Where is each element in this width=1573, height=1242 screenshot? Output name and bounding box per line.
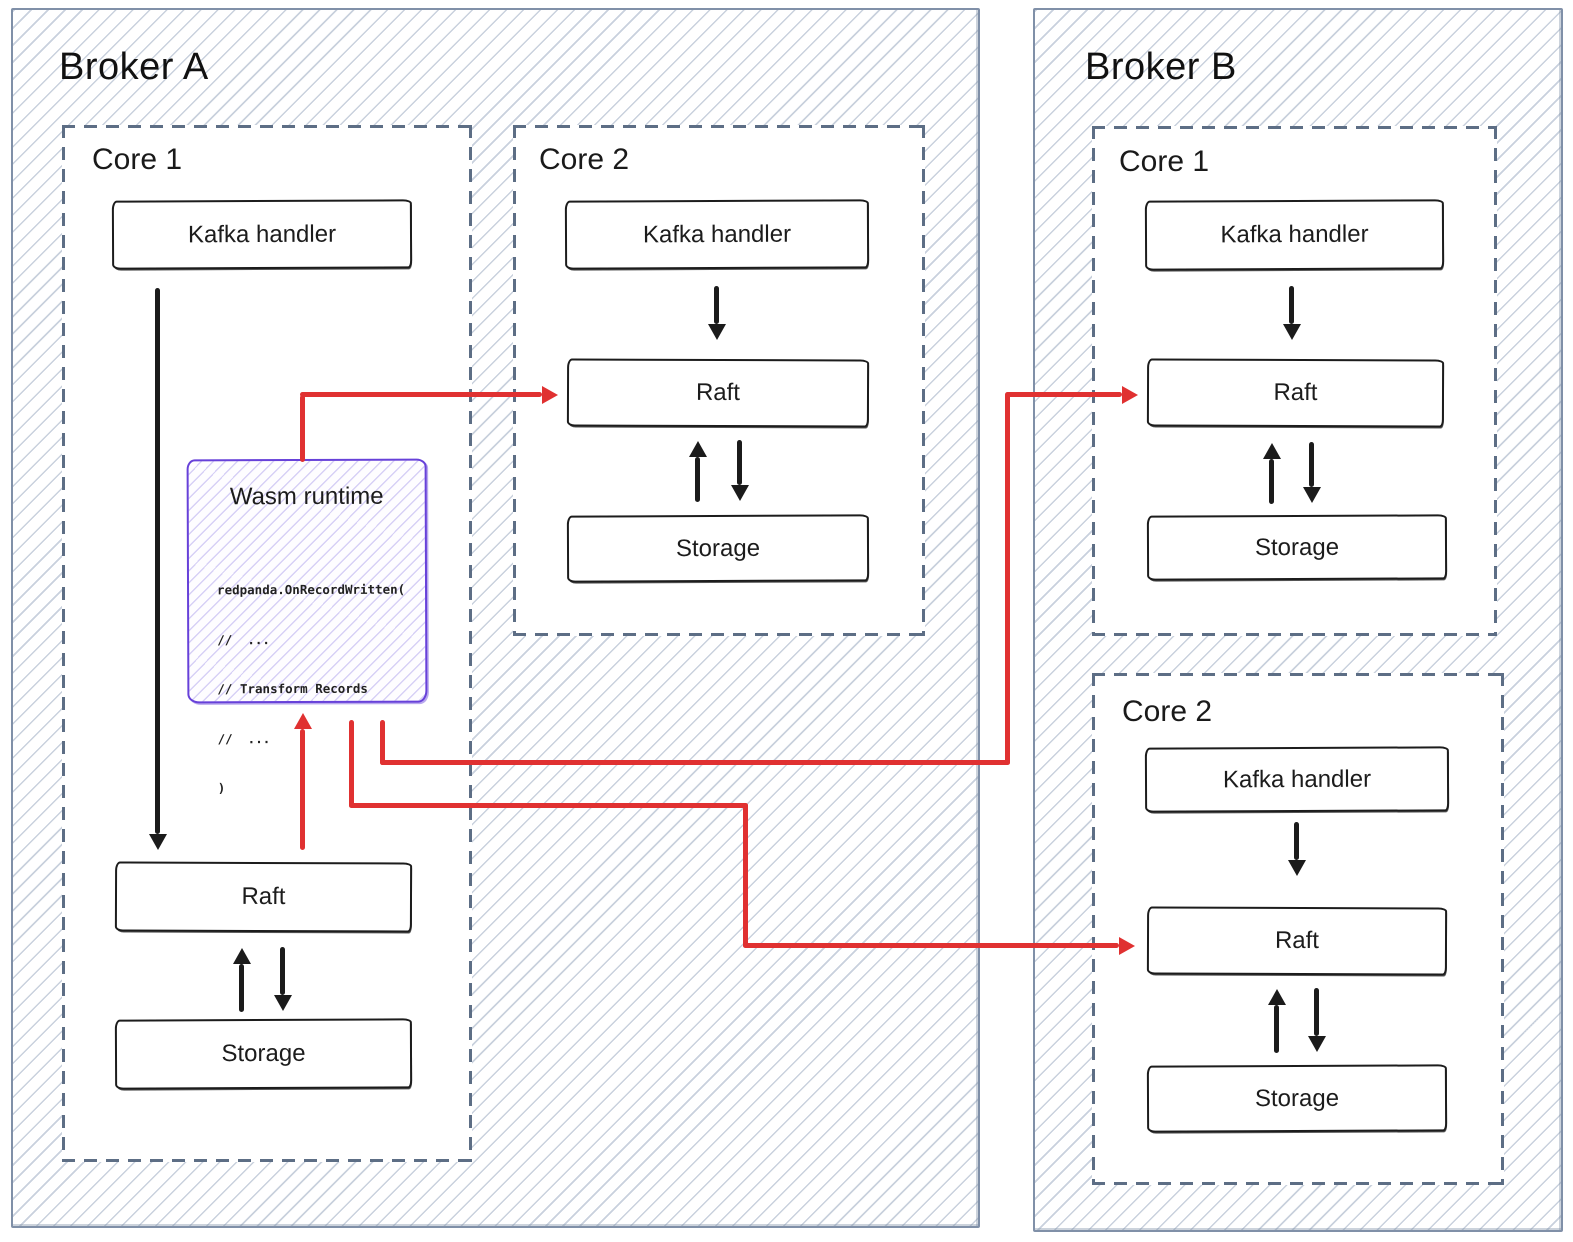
wasm-runtime-title: Wasm runtime <box>229 482 384 511</box>
broker-b-core-1-title: Core 1 <box>1119 145 1210 178</box>
storage-label: Storage <box>675 534 761 562</box>
kafka-handler-label: Kafka handler <box>1222 765 1372 793</box>
raft-box: Raft <box>1146 906 1448 976</box>
raft-label: Raft <box>695 378 741 407</box>
broker-a-core-2-title: Core 2 <box>539 143 630 176</box>
code-line: // ... <box>217 631 270 647</box>
kafka-handler-box: Kafka handler <box>564 199 870 270</box>
broker-a-container: Broker A Core 1 Kafka handler Wasm runti… <box>11 8 980 1228</box>
broker-b-core-1: Core 1 Kafka handler Raft Storage <box>1092 126 1497 636</box>
raft-label: Raft <box>1274 926 1320 955</box>
storage-box: Storage <box>1146 1064 1448 1133</box>
broker-a-title: Broker A <box>59 46 209 88</box>
raft-box: Raft <box>566 358 870 428</box>
code-line: redpanda.OnRecordWritten( <box>217 581 406 598</box>
edge-wasm-to-b1-raft <box>1005 393 1010 765</box>
broker-b-container: Broker B Core 1 Kafka handler Raft Stora… <box>1033 8 1563 1232</box>
raft-box: Raft <box>1146 358 1445 428</box>
kafka-handler-label: Kafka handler <box>187 220 337 248</box>
kafka-handler-box: Kafka handler <box>1144 746 1450 813</box>
code-line: // Transform Records <box>217 680 368 697</box>
storage-label: Storage <box>1254 1084 1340 1112</box>
wasm-code-snippet: redpanda.OnRecordWritten( // ... // Tran… <box>217 549 406 830</box>
broker-b-core-2-title: Core 2 <box>1122 695 1213 728</box>
raft-box: Raft <box>114 861 413 933</box>
raft-label: Raft <box>241 882 286 911</box>
storage-box: Storage <box>1146 514 1448 581</box>
kafka-handler-box: Kafka handler <box>111 199 413 270</box>
storage-label: Storage <box>1254 533 1340 561</box>
storage-box: Storage <box>114 1018 413 1090</box>
broker-a-core-2: Core 2 Kafka handler Raft Storage <box>513 125 925 636</box>
raft-label: Raft <box>1273 378 1318 407</box>
kafka-handler-label: Kafka handler <box>642 220 792 248</box>
code-line: ) <box>217 780 226 796</box>
broker-b-title: Broker B <box>1085 46 1237 88</box>
broker-a-core-1-title: Core 1 <box>92 143 183 176</box>
wasm-runtime-box: Wasm runtime redpanda.OnRecordWritten( /… <box>186 458 428 795</box>
kafka-handler-label: Kafka handler <box>1220 220 1369 249</box>
broker-a-core-1: Core 1 Kafka handler Wasm runtime redpan… <box>62 125 472 1162</box>
storage-label: Storage <box>221 1039 306 1068</box>
code-line: // ... <box>217 730 271 746</box>
storage-box: Storage <box>566 514 870 583</box>
broker-b-core-2: Core 2 Kafka handler Raft Storage <box>1092 673 1504 1185</box>
kafka-handler-box: Kafka handler <box>1144 199 1445 271</box>
